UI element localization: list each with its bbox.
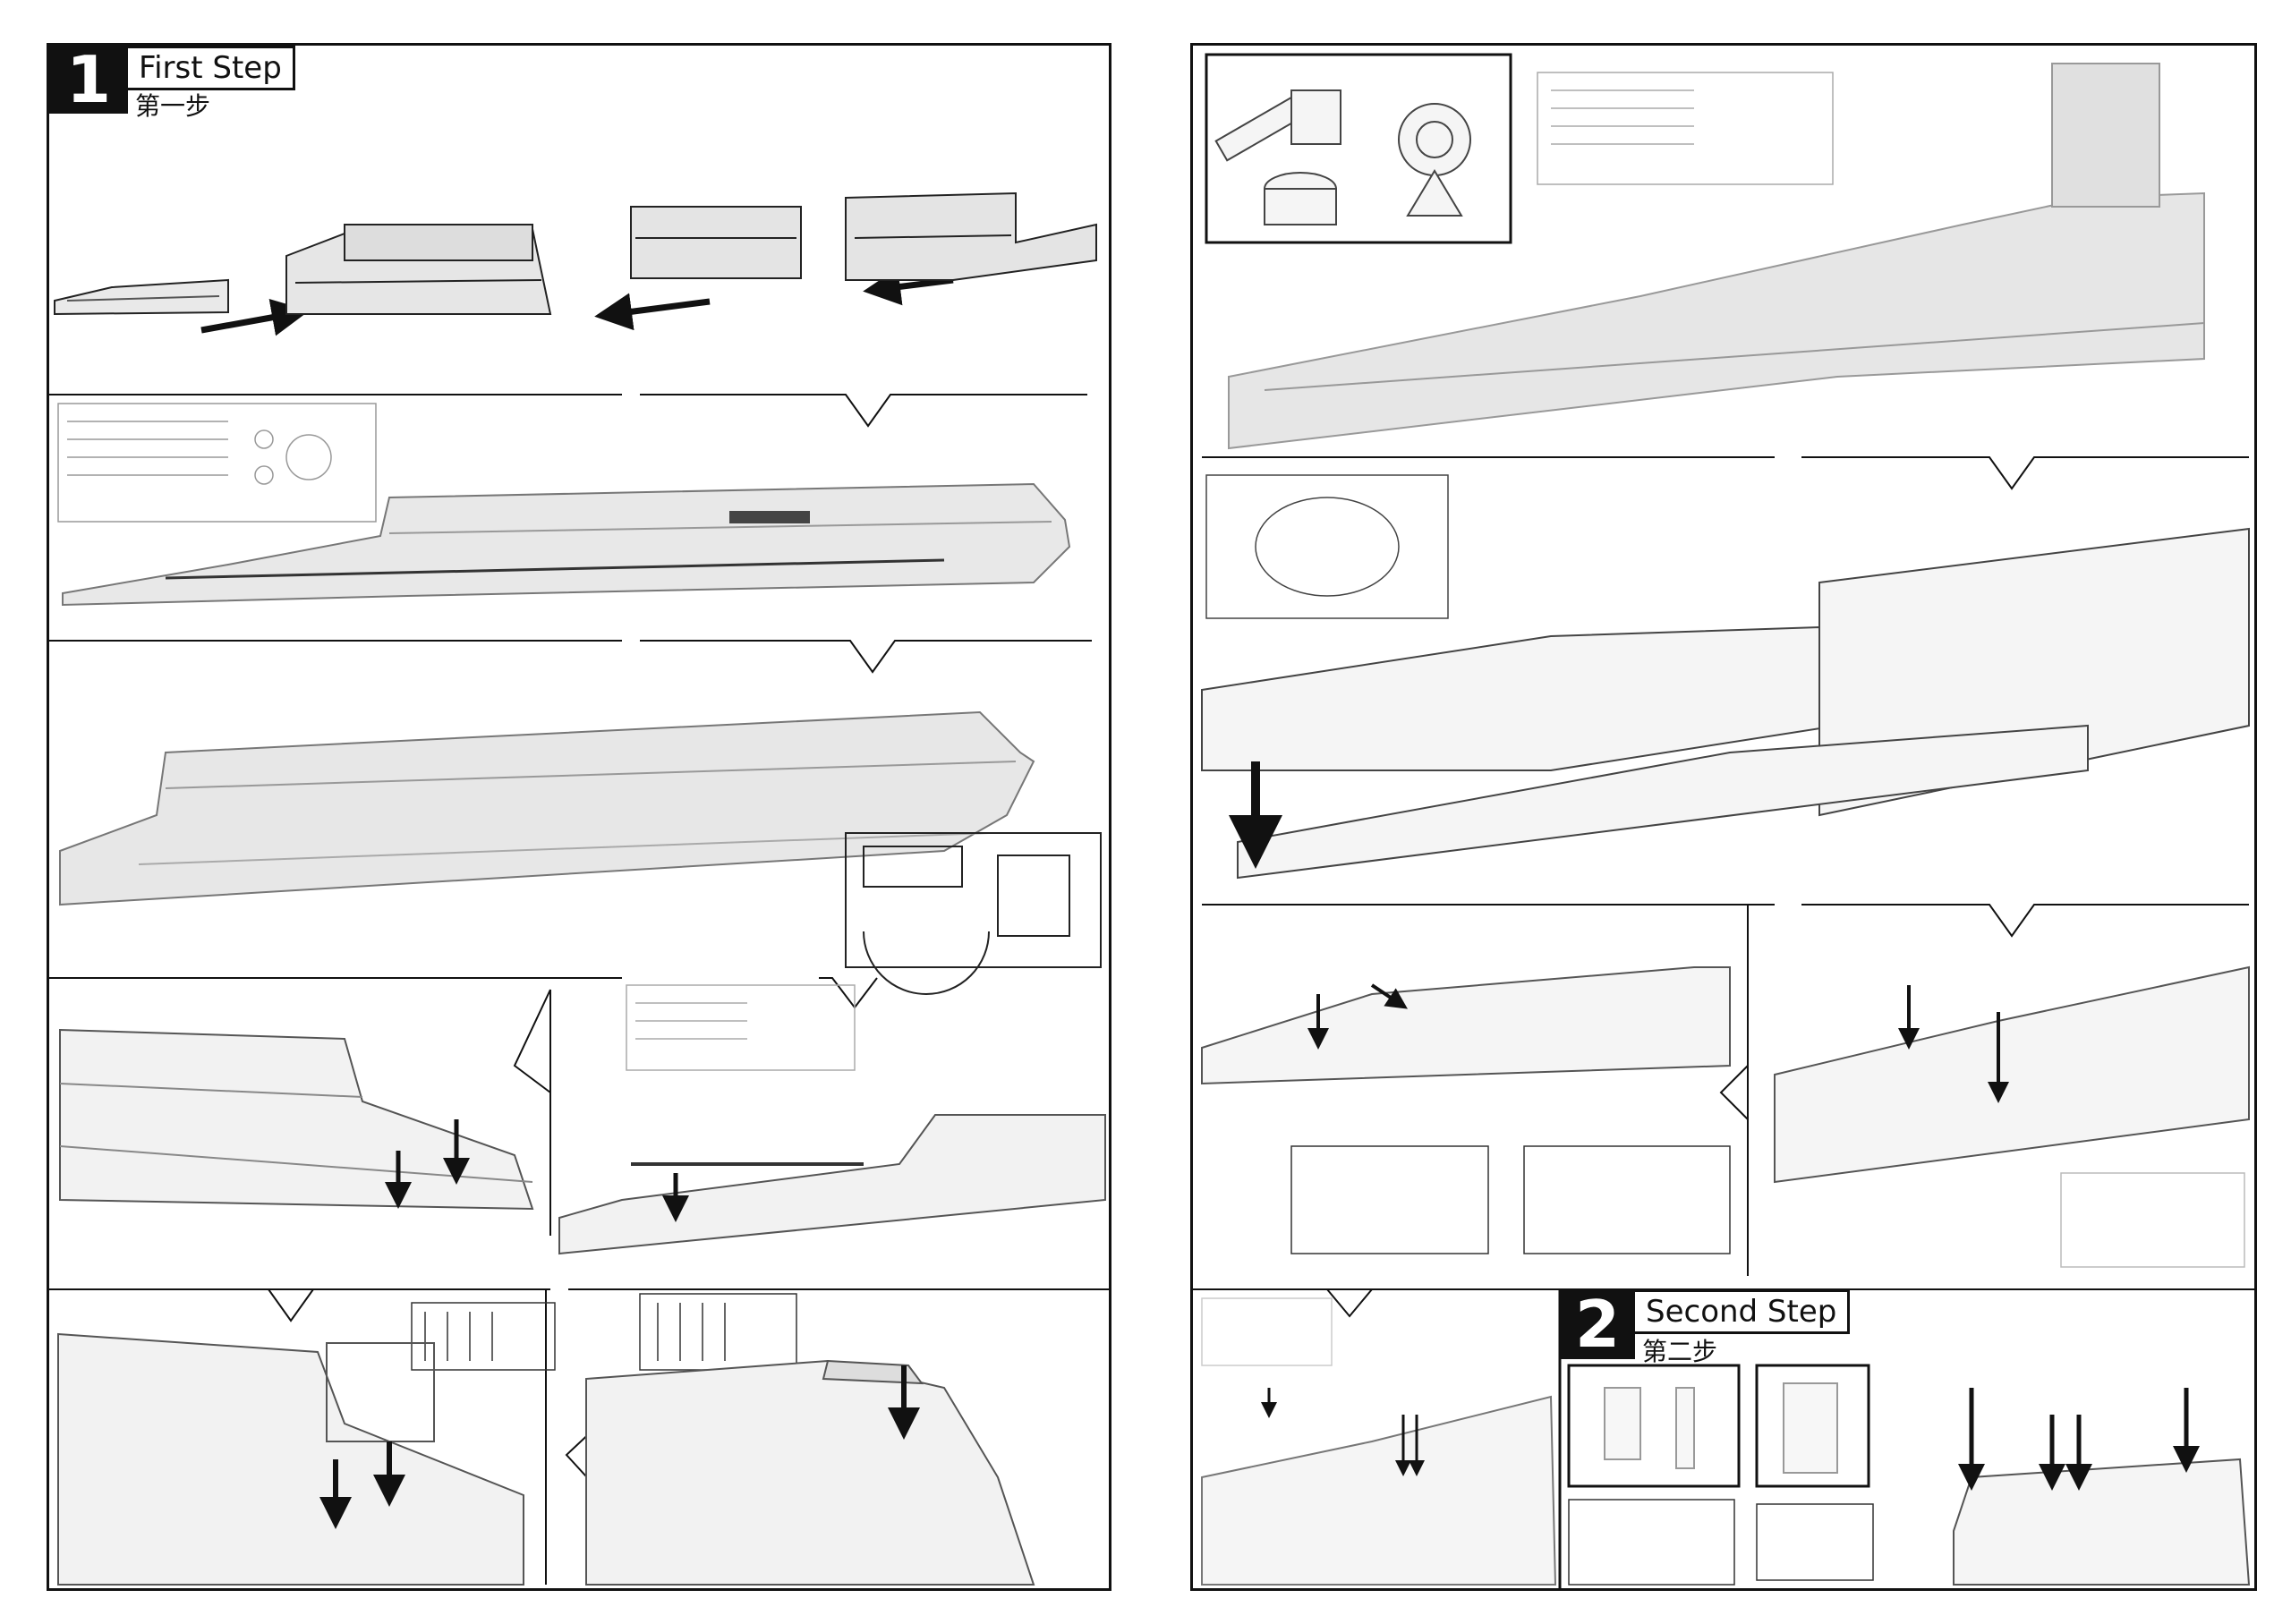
assembly-arrow [594, 293, 711, 331]
parts-sheet-thumbnail [57, 403, 377, 523]
instruction-page-left: 1 First Step 第一步 [47, 43, 1111, 1591]
assembly-arrow [863, 268, 954, 306]
hull-deck-detail [558, 1114, 1106, 1255]
detail-callout-box [1205, 53, 1512, 244]
parts-sheet-thumbnail [1201, 1297, 1333, 1366]
forecastle-assembly [1201, 527, 2250, 880]
parts-sheet-thumbnail [626, 984, 856, 1071]
parts-sheet-thumbnail [1205, 474, 1449, 619]
island-superstructure-assembly [1953, 1458, 2251, 1586]
parts-sheet-thumbnail [1537, 72, 1834, 185]
bow-detail-assembly [59, 1028, 534, 1211]
anti-aircraft-gun-part [1214, 89, 1341, 225]
stern-detail-assembly [585, 1359, 1035, 1586]
carrier-hull-assembled [62, 482, 1071, 607]
step-1-badge: 1 First Step [49, 46, 295, 117]
parts-sheet-thumbnail [411, 1302, 556, 1371]
assembly-arrow [200, 299, 310, 336]
step-1-illustrations [49, 191, 1109, 1586]
bow-fitting-assembly [1201, 1395, 1557, 1586]
deck-detail-left [1201, 966, 1731, 1085]
crane-detail-assembly [57, 1332, 524, 1586]
reel-part [1398, 103, 1471, 217]
instruction-page-right: 2 Second Step 第二步 [1190, 43, 2257, 1591]
parts-sheet-thumbnail [2060, 1172, 2245, 1268]
step-2-badge: 2 Second Step [1560, 1287, 1851, 1362]
detail-callout-box [1567, 1364, 1870, 1488]
deck-detail-right [1774, 965, 2250, 1184]
step-2-number: 2 [1560, 1287, 1635, 1362]
assembly-arrow [1370, 983, 1408, 1009]
step-1-subtitle: 第一步 [135, 91, 211, 121]
step-1-number: 1 [49, 46, 128, 117]
bow-deck-assembly [1228, 63, 2205, 450]
step-1-continued-illustrations [1193, 53, 2254, 1588]
hull-section-mid-1 [285, 224, 552, 315]
parts-sheet-thumbnail [845, 832, 1102, 995]
step-2-small-parts [1604, 1382, 1838, 1474]
parts-sheet-thumbnail [1290, 1145, 1731, 1254]
step-2-subtitle: 第二步 [1642, 1337, 1718, 1366]
step-1-title: First Step [128, 46, 295, 90]
hull-section-bow [54, 278, 229, 316]
parts-sheet-thumbnail [1568, 1499, 1874, 1586]
hull-section-mid-2 [630, 206, 802, 279]
carrier-hull-with-hangar [59, 710, 1035, 906]
hull-section-stern [845, 191, 1097, 281]
parts-sheet-thumbnail [639, 1293, 797, 1371]
step-2-title: Second Step [1635, 1289, 1851, 1334]
